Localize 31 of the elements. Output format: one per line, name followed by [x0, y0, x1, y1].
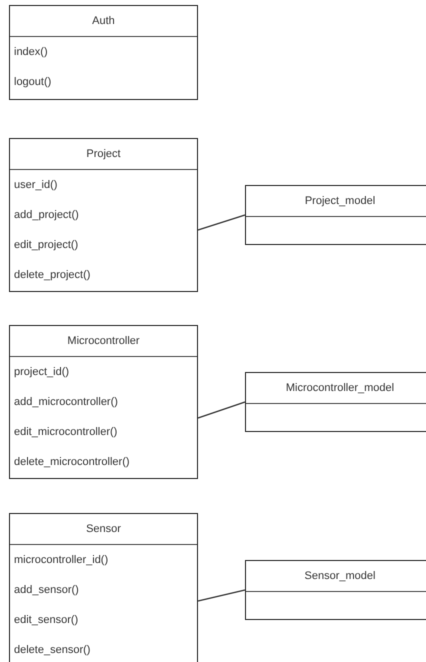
class-name: Sensor_model	[304, 569, 376, 583]
class-box	[245, 185, 426, 245]
method-name: index()	[14, 45, 48, 59]
method-name: delete_project()	[14, 268, 90, 282]
class-box	[9, 513, 198, 662]
class-box	[9, 138, 198, 292]
class-box	[245, 560, 426, 620]
method-name: delete_microcontroller()	[14, 455, 130, 469]
method-name: edit_sensor()	[14, 613, 78, 627]
association-line	[198, 214, 246, 231]
association-line	[198, 401, 246, 419]
method-name: microcontroller_id()	[14, 553, 108, 567]
method-name: add_microcontroller()	[14, 395, 118, 409]
class-name: Project_model	[304, 194, 376, 208]
class-name: Microcontroller_model	[286, 381, 394, 395]
method-name: logout()	[14, 75, 52, 89]
class-box	[9, 325, 198, 479]
class-box	[9, 5, 198, 100]
class-name: Sensor	[86, 522, 121, 536]
class-name: Auth	[92, 14, 115, 28]
method-name: user_id()	[14, 178, 58, 192]
method-name: add_project()	[14, 208, 79, 222]
method-name: edit_microcontroller()	[14, 425, 118, 439]
class-name: Project	[86, 147, 121, 161]
method-name: edit_project()	[14, 238, 78, 252]
method-name: delete_sensor()	[14, 643, 90, 657]
method-name: add_sensor()	[14, 583, 79, 597]
association-line	[198, 589, 246, 602]
method-name: project_id()	[14, 365, 70, 379]
class-name: Microcontroller	[67, 334, 140, 348]
class-box	[245, 372, 426, 432]
